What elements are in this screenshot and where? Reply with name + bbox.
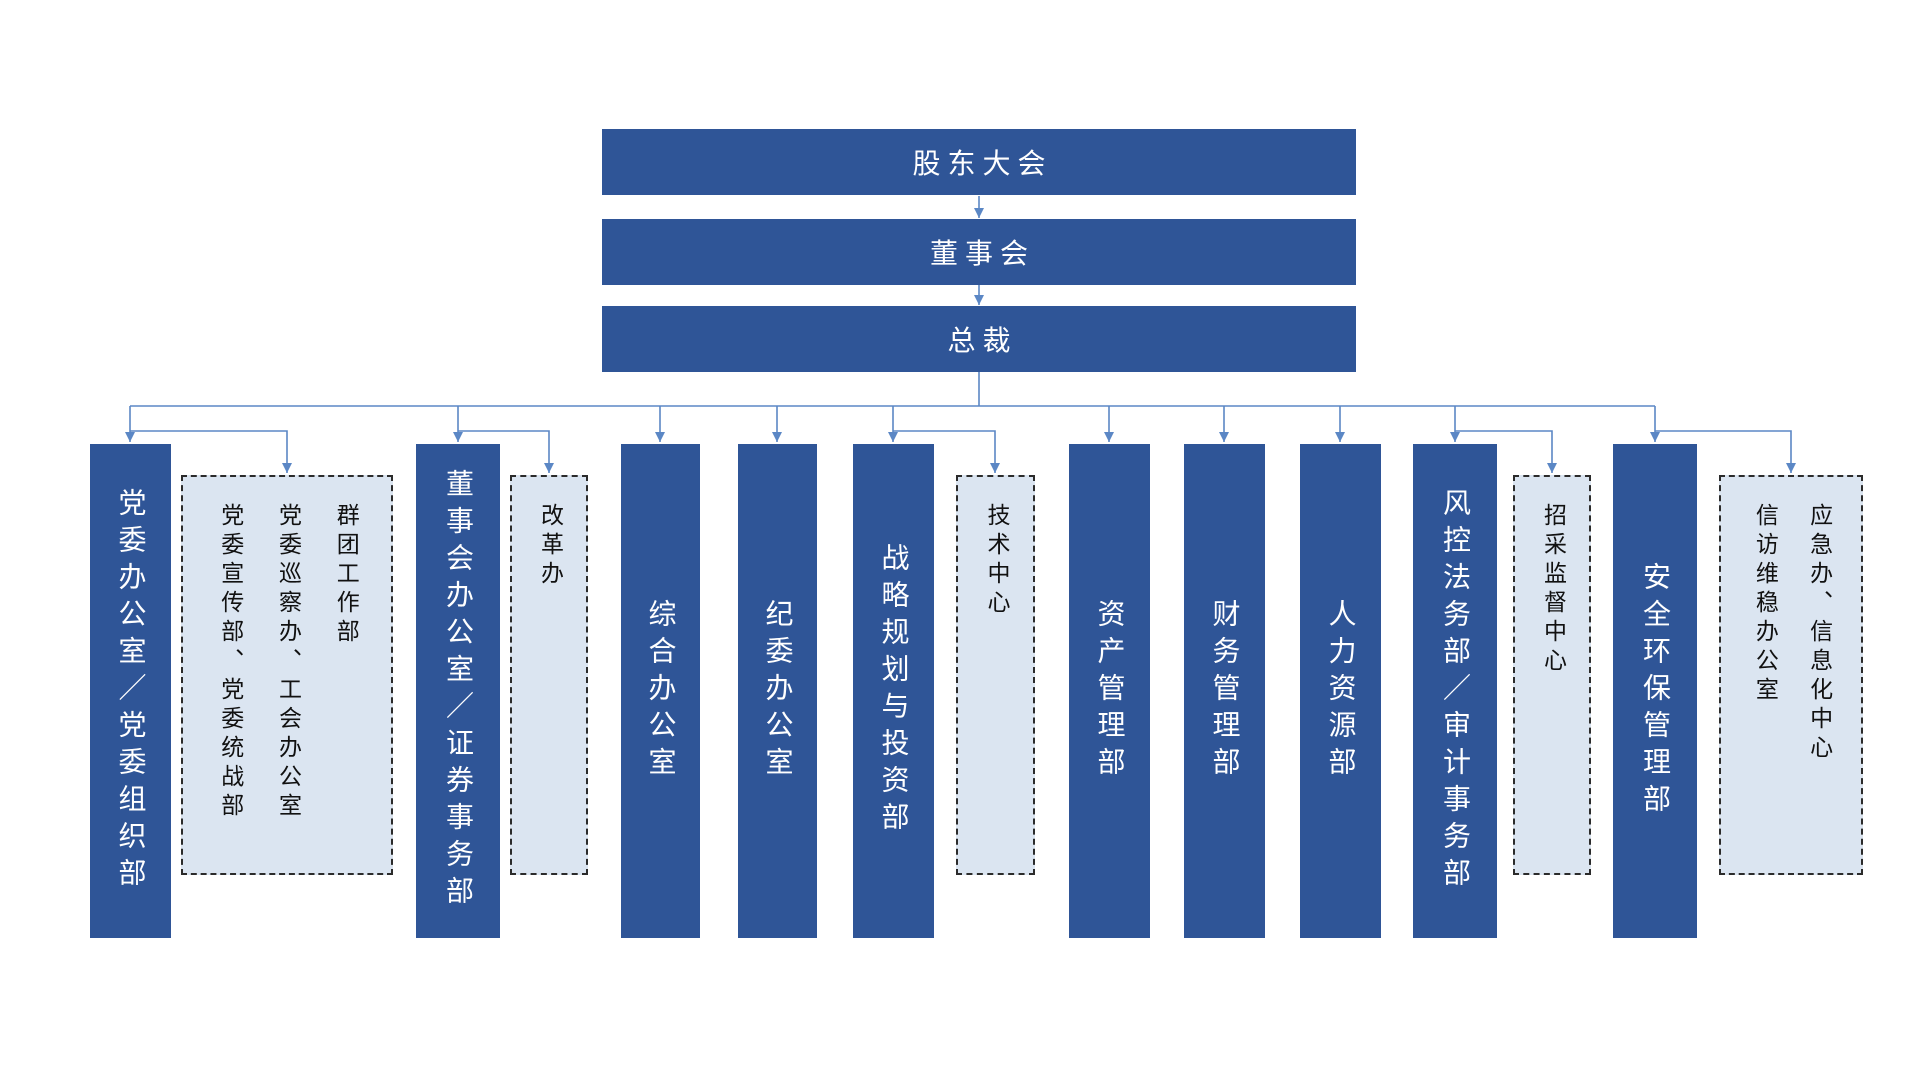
dept-label: 安全环保管理部 xyxy=(1639,561,1672,821)
dept-label: 综合办公室 xyxy=(644,598,678,784)
dept-risk-legal-audit: 风控法务部／审计事务部 xyxy=(1413,444,1497,938)
dept-label-column: 党委宣传部、党委统战部 xyxy=(216,503,243,822)
dept-label: 党委办公室／党委组织部 xyxy=(114,487,148,895)
dept-board-office-securities: 董事会办公室／证券事务部 xyxy=(416,444,500,938)
dept-label: 人力资源部 xyxy=(1324,598,1358,784)
dept-label: 资产管理部 xyxy=(1093,598,1127,784)
dept-asset-management: 资产管理部 xyxy=(1069,444,1150,938)
trunk-lines xyxy=(130,370,1655,407)
level-label: 总裁 xyxy=(947,324,1018,357)
dept-label: 改革办 xyxy=(536,503,563,590)
dept-label-column: 信访维稳办公室 xyxy=(1751,503,1778,706)
dept-label: 财务管理部 xyxy=(1208,598,1242,784)
branch-arrows xyxy=(130,430,1796,473)
dept-label: 技术中心 xyxy=(983,503,1009,619)
level-bar-shareholders-meeting: 股东大会 xyxy=(602,129,1356,195)
dept-label-column: 党委巡察办、工会办公室 xyxy=(274,503,301,822)
dept-strategy-investment: 战略规划与投资部 xyxy=(853,444,934,938)
level-label: 董事会 xyxy=(929,237,1035,270)
level-bar-president: 总裁 xyxy=(602,306,1356,372)
dept-finance-management: 财务管理部 xyxy=(1184,444,1265,938)
dept-party-affiliated-offices: 党委宣传部、党委统战部 党委巡察办、工会办公室 群团工作部 xyxy=(181,475,393,875)
level-label: 股东大会 xyxy=(912,147,1053,180)
dept-label-column: 应急办、信息化中心 xyxy=(1805,503,1832,764)
dept-label: 招采监督中心 xyxy=(1539,503,1566,677)
department-drop-arrows xyxy=(125,406,1660,442)
dept-procurement-supervision-center: 招采监督中心 xyxy=(1513,475,1591,875)
dept-petition-emergency-info: 信访维稳办公室 应急办、信息化中心 xyxy=(1719,475,1863,875)
dept-label-column: 群团工作部 xyxy=(332,503,359,648)
dept-technology-center: 技术中心 xyxy=(956,475,1035,875)
dept-reform-office: 改革办 xyxy=(510,475,588,875)
dept-general-office: 综合办公室 xyxy=(621,444,700,938)
level-bar-board-of-directors: 董事会 xyxy=(602,219,1356,285)
dept-human-resources: 人力资源部 xyxy=(1300,444,1381,938)
dept-safety-environment-management: 安全环保管理部 xyxy=(1613,444,1697,938)
dept-party-office-org: 党委办公室／党委组织部 xyxy=(90,444,171,938)
dept-label: 战略规划与投资部 xyxy=(877,543,911,839)
dept-label: 风控法务部／审计事务部 xyxy=(1439,487,1472,895)
dept-label: 董事会办公室／证券事务部 xyxy=(442,469,475,913)
dept-label: 纪委办公室 xyxy=(761,598,795,784)
dept-discipline-committee-office: 纪委办公室 xyxy=(738,444,817,938)
